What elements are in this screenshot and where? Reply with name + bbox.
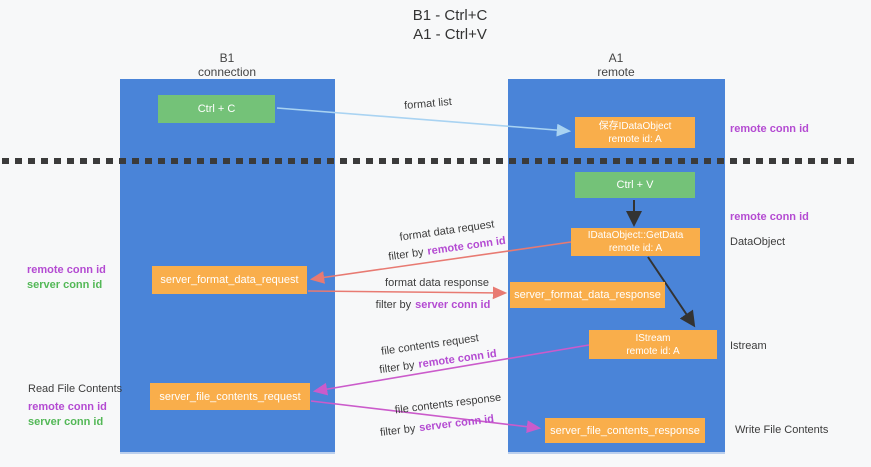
node-istream-line2: remote id: A [626,345,680,357]
server-conn-id-text: server conn id [418,413,495,435]
filter-by-text: filter by [379,422,417,439]
title-line-2: A1 - Ctrl+V [413,26,487,43]
annotation-read-file-contents-group: Read File Contents remote conn id server… [28,382,122,430]
filter-by-text: filter by [375,299,412,311]
server-conn-id-label: server conn id [28,416,104,428]
phase-separator-dashed-line [2,158,858,164]
node-getdata-line2: remote id: A [608,243,663,254]
annotation-remote-conn-id-mid: remote conn id [730,211,809,223]
filter-by-text: filter by [387,246,425,264]
node-server-file-contents-request: server_file_contents_request [150,383,310,410]
node-istream: IStream remote id: A [589,330,717,359]
node-save-idataobject-line1: 保存IDataObject [598,120,672,132]
label-format-data-response: format data response [385,277,489,289]
annotation-conn-ids-format: remote conn id server conn id [27,263,106,293]
label-format-list: format list [403,95,453,113]
node-ctrl-v: Ctrl + V [575,172,695,198]
node-server-format-data-response: server_format_data_response [510,282,665,308]
annotation-write-file-contents: Write File Contents [735,424,829,436]
remote-conn-id-label: remote conn id [27,264,106,276]
node-server-file-contents-response: server_file_contents_response [545,418,705,443]
node-ctrl-c: Ctrl + C [158,95,275,123]
node-save-idataobject-line2: remote id: A [608,133,662,145]
node-save-idataobject: 保存IDataObject remote id: A [575,117,695,148]
server-conn-id-label: server conn id [27,279,103,291]
annotation-istream: Istream [730,340,767,352]
remote-conn-id-text: remote conn id [426,234,507,258]
remote-conn-id-label: remote conn id [28,401,107,413]
node-server-format-data-request: server_format_data_request [152,266,307,294]
lane-b1-subtitle: connection [197,65,257,79]
title-line-1: B1 - Ctrl+C [412,7,488,24]
lane-b1-title: B1 [219,51,235,65]
lane-header-a1: A1 remote [597,51,634,79]
read-file-contents-label: Read File Contents [28,383,123,395]
lane-header-b1: B1 connection [198,51,256,79]
filter-by-text: filter by [378,359,416,377]
lane-a1-title: A1 [608,51,624,65]
node-idataobject-getdata: IDataObject::GetData remote id: A [571,228,700,256]
annotation-remote-conn-id-top: remote conn id [730,123,809,135]
annotation-dataobject: DataObject [730,236,786,248]
label-file-contents-response: file contents response [394,391,502,417]
server-conn-id-text: server conn id [415,299,491,311]
arrow-format-data-response [307,286,508,300]
node-istream-line1: IStream [635,332,671,344]
diagram-title: B1 - Ctrl+C A1 - Ctrl+V [413,6,488,44]
lane-a1-subtitle: remote [597,65,635,79]
node-getdata-line1: IDataObject::GetData [587,230,684,241]
remote-conn-id-text: remote conn id [417,347,498,371]
